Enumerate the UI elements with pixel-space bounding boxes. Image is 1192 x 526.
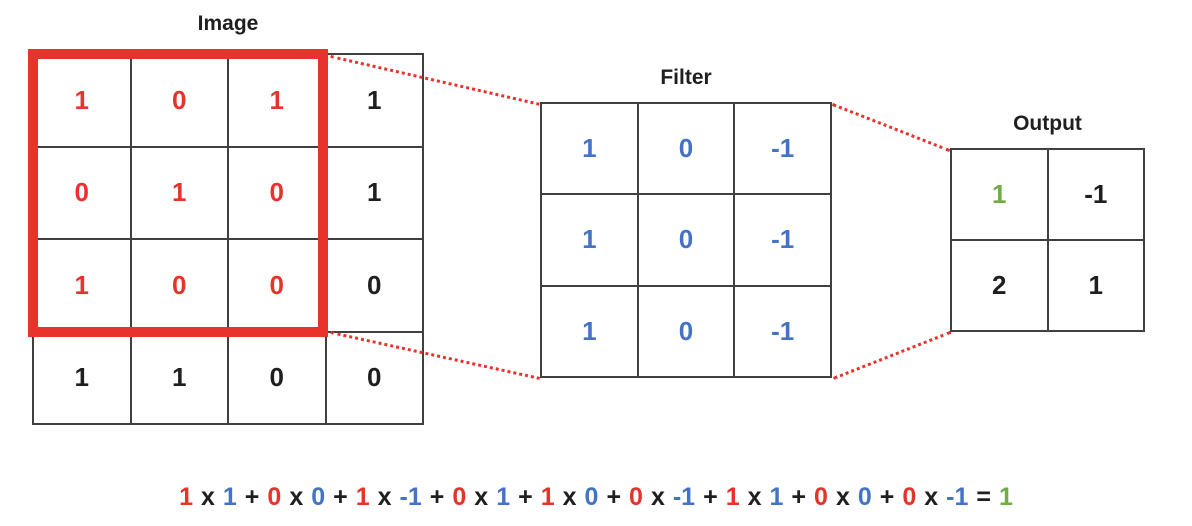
image-grid-cell-r0c0: 1 bbox=[34, 55, 130, 146]
equation-filter-value: 0 bbox=[584, 483, 599, 511]
equation-filter-value: 1 bbox=[222, 483, 237, 511]
equation-image-value: 1 bbox=[725, 483, 740, 511]
multiply-operator: x bbox=[377, 483, 392, 511]
multiply-operator: x bbox=[835, 483, 850, 511]
image-grid-cell-r0c2: 1 bbox=[229, 55, 325, 146]
equation-image-value: 1 bbox=[540, 483, 555, 511]
image-grid-cell-r3c0: 1 bbox=[34, 332, 130, 423]
equation-image-value: 0 bbox=[267, 483, 282, 511]
plus-operator: + bbox=[879, 483, 895, 511]
plus-operator: + bbox=[606, 483, 622, 511]
multiply-operator: x bbox=[289, 483, 304, 511]
filter-grid-cell-r1c1: 0 bbox=[638, 195, 734, 285]
plus-operator: + bbox=[333, 483, 348, 511]
image-grid-cell-r1c3: 1 bbox=[326, 147, 422, 238]
equation-filter-value: -1 bbox=[672, 483, 696, 511]
image-grid-cell-r3c1: 1 bbox=[131, 332, 227, 423]
image-grid-cell-r3c2: 0 bbox=[229, 332, 325, 423]
plus-operator: + bbox=[429, 483, 445, 511]
equation-image-value: 0 bbox=[452, 483, 467, 511]
equals-operator: = bbox=[976, 483, 992, 511]
equation-filter-value: -1 bbox=[399, 483, 422, 511]
image-grid-cell-r0c3: 1 bbox=[326, 55, 422, 146]
filter-grid-cell-r1c0: 1 bbox=[542, 195, 637, 285]
equation-result: 1 bbox=[999, 483, 1013, 511]
multiply-operator: x bbox=[200, 483, 215, 511]
image-grid-cell-r2c1: 0 bbox=[131, 240, 227, 331]
projection-line-filter-to-output-top bbox=[831, 103, 951, 152]
filter-grid-cell-r0c2: -1 bbox=[735, 104, 830, 194]
image-grid-cell-r2c0: 1 bbox=[34, 240, 130, 331]
image-grid-cell-r2c3: 0 bbox=[326, 240, 422, 331]
multiply-operator: x bbox=[650, 483, 665, 511]
equation-image-value: 0 bbox=[629, 483, 643, 511]
filter-grid-cell-r2c2: -1 bbox=[735, 286, 830, 376]
equation-image-value: 1 bbox=[179, 483, 193, 511]
image-grid-cell-r1c0: 0 bbox=[34, 147, 130, 238]
plus-operator: + bbox=[791, 483, 807, 511]
equation-filter-value: 0 bbox=[857, 483, 872, 511]
equation-filter-value: 1 bbox=[496, 483, 511, 511]
output-grid-title: Output bbox=[1013, 112, 1082, 135]
equation-filter-value: 0 bbox=[311, 483, 326, 511]
multiply-operator: x bbox=[474, 483, 489, 511]
plus-operator: + bbox=[703, 483, 718, 511]
projection-line-filter-to-output-bottom bbox=[833, 330, 952, 380]
output-grid-cell-r1c1: 1 bbox=[1048, 241, 1143, 330]
equation-filter-value: -1 bbox=[946, 483, 969, 511]
multiply-operator: x bbox=[747, 483, 762, 511]
filter-grid-title: Filter bbox=[660, 66, 712, 89]
multiply-operator: x bbox=[562, 483, 577, 511]
output-grid-cell-r0c0: 1 bbox=[952, 150, 1047, 239]
filter-grid-cell-r0c1: 0 bbox=[638, 104, 734, 194]
multiply-operator: x bbox=[924, 483, 939, 511]
equation-image-value: 0 bbox=[814, 483, 828, 511]
filter-grid-cell-r2c0: 1 bbox=[542, 286, 637, 376]
image-grid-cell-r1c1: 1 bbox=[131, 147, 227, 238]
filter-grid-cell-r0c0: 1 bbox=[542, 104, 637, 194]
equation-image-value: 0 bbox=[902, 483, 917, 511]
filter-grid-cell-r1c2: -1 bbox=[735, 195, 830, 285]
equation-image-value: 1 bbox=[355, 483, 370, 511]
output-grid-cell-r0c1: -1 bbox=[1048, 150, 1143, 239]
equation-filter-value: 1 bbox=[769, 483, 784, 511]
image-grid-cell-r3c3: 0 bbox=[326, 332, 422, 423]
image-grid-cell-r0c1: 0 bbox=[131, 55, 227, 146]
image-grid-cell-r2c2: 0 bbox=[229, 240, 325, 331]
plus-operator: + bbox=[518, 483, 533, 511]
image-grid-title: Image bbox=[197, 12, 259, 35]
filter-grid-cell-r2c1: 0 bbox=[638, 286, 734, 376]
image-grid-cell-r1c2: 0 bbox=[229, 147, 325, 238]
plus-operator: + bbox=[244, 483, 260, 511]
output-grid-cell-r1c0: 2 bbox=[952, 241, 1047, 330]
